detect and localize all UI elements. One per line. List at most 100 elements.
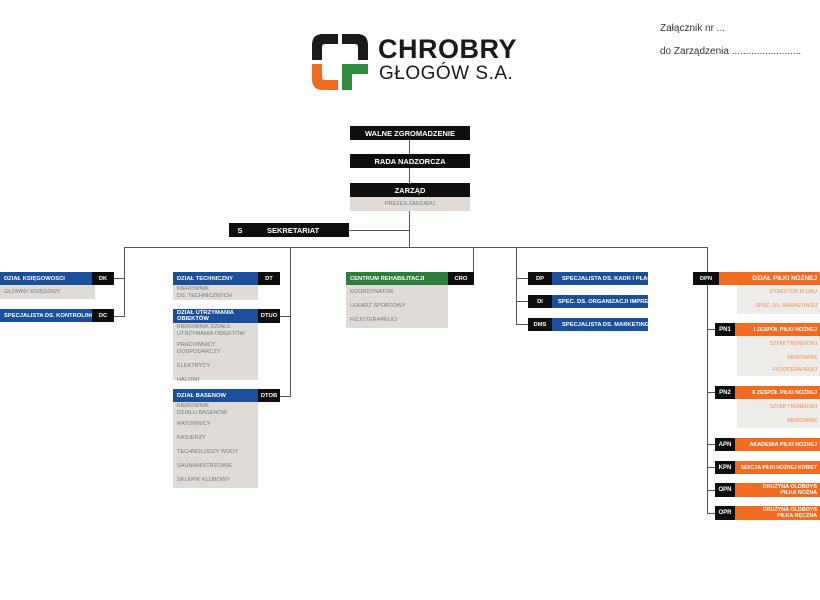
dtob-item: DZIAŁU BASENÓW xyxy=(177,410,228,416)
dtob-item: KASJERZY xyxy=(177,435,206,441)
dtob-code: DTOB xyxy=(258,389,280,402)
dp-code: DP xyxy=(528,272,552,285)
brand-name: CHROBRY xyxy=(378,34,518,64)
dk-code: DK xyxy=(92,272,114,285)
annex-line2: do Zarządzenia ......................... xyxy=(660,46,802,57)
dc-label: SPECJALISTA DS. KONTROLINGU xyxy=(4,312,92,319)
dzial-techniczny-box: DZIAŁ TECHNICZNY DT xyxy=(173,272,280,285)
sekretariat-label: SEKRETARIAT xyxy=(267,225,320,235)
dtuo-item: ELEKTRYCY xyxy=(177,363,211,369)
pn2-label: II ZESPÓŁ PIŁKI NOŻNEJ xyxy=(735,386,820,399)
sekretariat-box: S SEKRETARIAT xyxy=(229,223,349,237)
dpn-sub-box: DYREKTOR KLUBU SPEC. DS. MARKETINGU xyxy=(737,285,820,314)
sekretariat-code: S xyxy=(237,225,243,235)
dtuo-code: DTUO xyxy=(258,309,280,323)
dtob-sub-box: KIEROWNIK DZIAŁU BASENÓW RATOWNICY KASJE… xyxy=(173,402,258,488)
dk-label: DZIAŁ KSIĘGOWOŚCI xyxy=(4,275,65,282)
dpn-label: DZIAŁ PIŁKI NOŻNEJ xyxy=(719,272,820,285)
dc-code: DC xyxy=(92,309,114,322)
pn2-box: PN2 II ZESPÓŁ PIŁKI NOŻNEJ xyxy=(715,386,820,399)
cro-sub-box: KOORDYNATOR LEKARZ SPORTOWY FIZJOTERAPEU… xyxy=(346,285,448,328)
organizacja-imprez-box: DI SPEC. DS. ORGANIZACJI IMPREZ xyxy=(528,295,648,308)
pn1-label: I ZESPÓŁ PIŁKI NOŻNEJ xyxy=(735,323,820,336)
opr-label-line2: PIŁKA RĘCZNA xyxy=(777,513,817,519)
dtuo-sub-box: KIEROWNIK DZIAŁU UTRZYMANIA OBIEKTÓW PRA… xyxy=(173,323,258,383)
pn2-item: KIEROWNIK xyxy=(787,418,817,424)
dt-sub-line2: DS. TECHNICZNYCH xyxy=(177,293,232,299)
zarzad-box: ZARZĄD xyxy=(350,183,470,197)
annex-line1: Załącznik nr ... xyxy=(660,23,726,34)
pn1-item: KIEROWNIK xyxy=(787,355,817,361)
opr-label: DRUŻYNA OLDBOYS PIŁKA RĘCZNA xyxy=(735,506,820,520)
dtuo-item: PRACOWNICY GOSPODARCZY xyxy=(177,342,221,355)
dtob-item: KIEROWNIK xyxy=(177,403,210,409)
dzial-utrzymania-box: DZIAŁ UTRZYMANIA OBIEKTÓW DTUO xyxy=(173,309,280,323)
dtob-label: DZIAŁ BASENÓW xyxy=(177,392,226,399)
dtuo-item: HALOWI xyxy=(177,377,200,383)
dzial-ksiegowosci-box: DZIAŁ KSIĘGOWOŚCI DK xyxy=(0,272,114,285)
apn-box: APN AKADEMIA PIŁKI NOŻNEJ xyxy=(715,438,820,451)
centrum-rehabilitacji-box: CENTRUM REHABILITACJI CRO xyxy=(346,272,474,285)
di-label: SPEC. DS. ORGANIZACJI IMPREZ xyxy=(558,298,648,305)
kpn-box: KPN SEKCJA PIŁKI NOŻNEJ KOBIET xyxy=(715,461,820,474)
brand-subname: GŁOGÓW S.A. xyxy=(379,63,514,84)
apn-code: APN xyxy=(715,438,735,451)
dpn-code: DPN xyxy=(693,272,719,285)
opn-code: OPN xyxy=(715,483,735,497)
pn1-sub-box: SZTAB TRENERSKI KIEROWNIK FIZJOTERAPEUCI xyxy=(737,336,820,376)
opr-code: OPR xyxy=(715,506,735,520)
dtuo-label: DZIAŁ UTRZYMANIA OBIEKTÓW xyxy=(173,310,258,322)
pn1-item: SZTAB TRENERSKI xyxy=(769,341,817,347)
cro-item: KOORDYNATOR xyxy=(350,289,394,295)
dt-sub-box: KIEROWNIK DS. TECHNICZNYCH xyxy=(173,285,258,300)
pn1-item: FIZJOTERAPEUCI xyxy=(772,367,817,373)
walne-zgromadzenie-box: WALNE ZGROMADZENIE xyxy=(350,126,470,140)
dtob-item: SAUNAMISTRZOWIE xyxy=(177,463,233,469)
dpn-item: DYREKTOR KLUBU xyxy=(769,289,817,295)
opn-label-line1: DRUŻYNA OLDBOYS xyxy=(762,484,817,490)
kpn-code: KPN xyxy=(715,461,735,474)
dtuo-label-line2: OBIEKTÓW xyxy=(177,316,209,322)
specjalista-kontrolingu-box: SPECJALISTA DS. KONTROLINGU DC xyxy=(0,309,114,322)
pn1-box: PN1 I ZESPÓŁ PIŁKI NOŻNEJ xyxy=(715,323,820,336)
prezes-zarzadu-box: PREZES ZARZĄDU xyxy=(350,197,470,211)
dtuo-item: KIEROWNIK DZIAŁU xyxy=(177,324,231,330)
dzial-basenow-box: DZIAŁ BASENÓW DTOB xyxy=(173,389,280,402)
opr-label-line1: DRUŻYNA OLDBOYS xyxy=(762,507,817,513)
kpn-label: SEKCJA PIŁKI NOŻNEJ KOBIET xyxy=(735,461,820,474)
glowny-ksiegowy: GŁÓWNY KSIĘGOWY xyxy=(4,288,61,295)
opn-label: DRUŻYNA OLDBOYS PIŁKA NOŻNA xyxy=(735,483,820,497)
dtob-item: TECHNOLODZY WODY xyxy=(177,449,239,455)
opn-box: OPN DRUŻYNA OLDBOYS PIŁKA NOŻNA xyxy=(715,483,820,497)
dzial-pilki-noznej-box: DPN DZIAŁ PIŁKI NOŻNEJ xyxy=(693,272,820,285)
dt-code: DT xyxy=(258,272,280,285)
dms-code: DMS xyxy=(528,318,552,331)
apn-label: AKADEMIA PIŁKI NOŻNEJ xyxy=(735,438,820,451)
dtuo-item: UTRZYMANIA OBIEKTÓW xyxy=(177,331,245,337)
dtuo-label-line1: DZIAŁ UTRZYMANIA xyxy=(177,310,234,316)
cro-item: FIZJOTERAPEUCI xyxy=(350,317,398,323)
rada-nadzorcza-box: RADA NADZORCZA xyxy=(350,154,470,168)
pn2-sub-box: SZTAB TRENERSKI KIEROWNIK xyxy=(737,399,820,428)
pn2-item: SZTAB TRENERSKI xyxy=(769,404,817,410)
pn1-code: PN1 xyxy=(715,323,735,336)
dt-sub-line1: KIEROWNIK xyxy=(177,286,210,292)
dp-label: SPECJALISTA DS. KADR I PŁAC xyxy=(562,275,648,282)
marketing-box: DMS SPECJALISTA DS. MARKETINGU xyxy=(528,318,648,331)
cro-label: CENTRUM REHABILITACJI xyxy=(350,275,425,282)
club-logo-icon xyxy=(312,34,368,90)
opn-label-line2: PIŁKA NOŻNA xyxy=(780,490,817,496)
dt-label: DZIAŁ TECHNICZNY xyxy=(177,275,234,282)
cro-item: LEKARZ SPORTOWY xyxy=(350,303,406,309)
pn2-code: PN2 xyxy=(715,386,735,399)
kadry-place-box: DP SPECJALISTA DS. KADR I PŁAC xyxy=(528,272,648,285)
dtob-item: RATOWNICY xyxy=(177,421,211,427)
dms-label: SPECJALISTA DS. MARKETINGU xyxy=(562,321,648,328)
dtob-item: SKLEPIK KLUBOWY xyxy=(177,477,230,483)
opr-box: OPR DRUŻYNA OLDBOYS PIŁKA RĘCZNA xyxy=(715,506,820,520)
cro-code: CRO xyxy=(448,272,474,285)
dpn-item: SPEC. DS. MARKETINGU xyxy=(755,303,817,309)
prezes-label: PREZES ZARZĄDU xyxy=(384,201,436,207)
di-code: DI xyxy=(528,295,552,308)
dk-sub-box: GŁÓWNY KSIĘGOWY xyxy=(0,285,95,299)
